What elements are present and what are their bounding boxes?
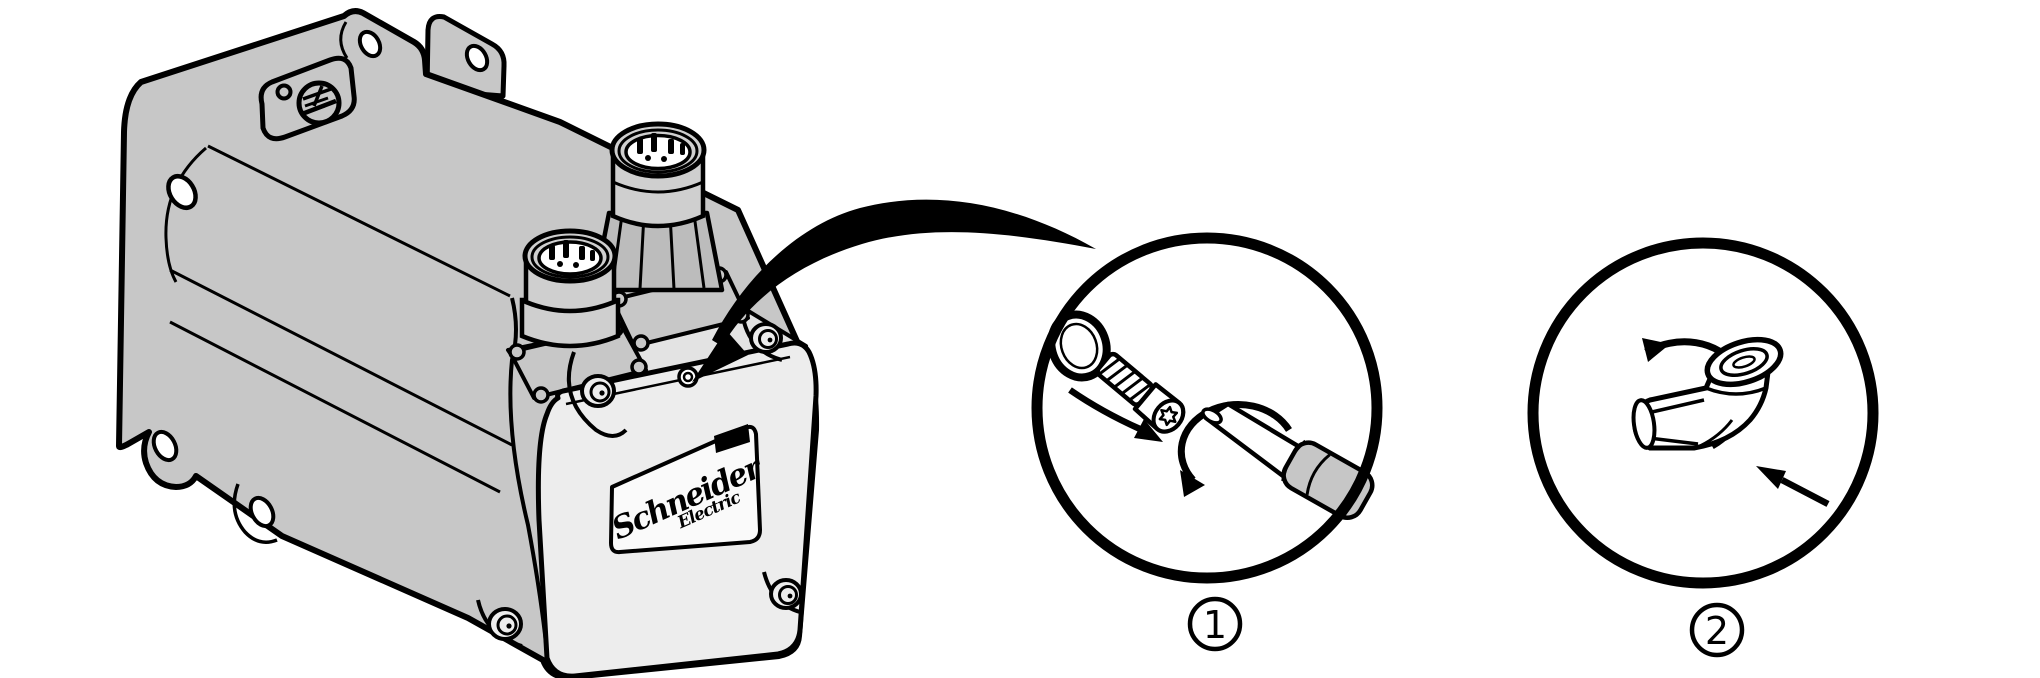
brand-logo-bar [714,424,750,453]
screw-insertion-arrow-icon [1068,387,1163,442]
detail-circle-2-ring [1527,237,1879,589]
detail-circle-1: 1 [1031,232,1383,652]
cover-screw-top-left [566,351,628,438]
cover-screw-hole [677,366,699,388]
cover-screw-bottom-left [476,599,523,648]
fitting-port-flange [1704,336,1784,388]
callout-2-number: 2 [1705,609,1729,653]
flange-details [151,21,383,544]
detail-circle-1-ring [1031,232,1383,584]
connector-rear-icon [591,121,725,293]
flange-hole-ear-bottom-2 [248,495,276,529]
fitting-insertion-arrow-icon [1756,466,1830,507]
connector-front-icon [519,228,621,349]
flange-hole-ear-bottom [151,429,179,463]
callout-label-2: 2 [1689,602,1745,658]
ground-badge [258,55,357,142]
connector-rear-pins [637,133,685,162]
connector-front-pins [549,240,595,268]
connector-cover: Schneider Electric [476,321,819,678]
screw-icon [1095,351,1186,434]
callout-label-1: 1 [1187,596,1243,652]
ground-symbol-icon [296,80,342,126]
flange-hole-top [166,173,198,211]
flange-ear-far-icon [424,14,507,99]
elbow-fitting-icon [1631,336,1784,451]
torx-recess-icon [1158,405,1179,427]
body-ridge-lines [169,144,550,663]
detail-circle-2: 2 [1527,237,1879,658]
cover-screw-bottom-right [762,571,803,614]
servo-motor-illustration: Schneider Electric [116,8,820,678]
flange-hole-ear-top [357,29,383,59]
callout-swoosh-arrow-icon [692,199,1096,382]
callout-1-number: 1 [1203,603,1227,647]
cover-screw-top-right [742,321,783,362]
